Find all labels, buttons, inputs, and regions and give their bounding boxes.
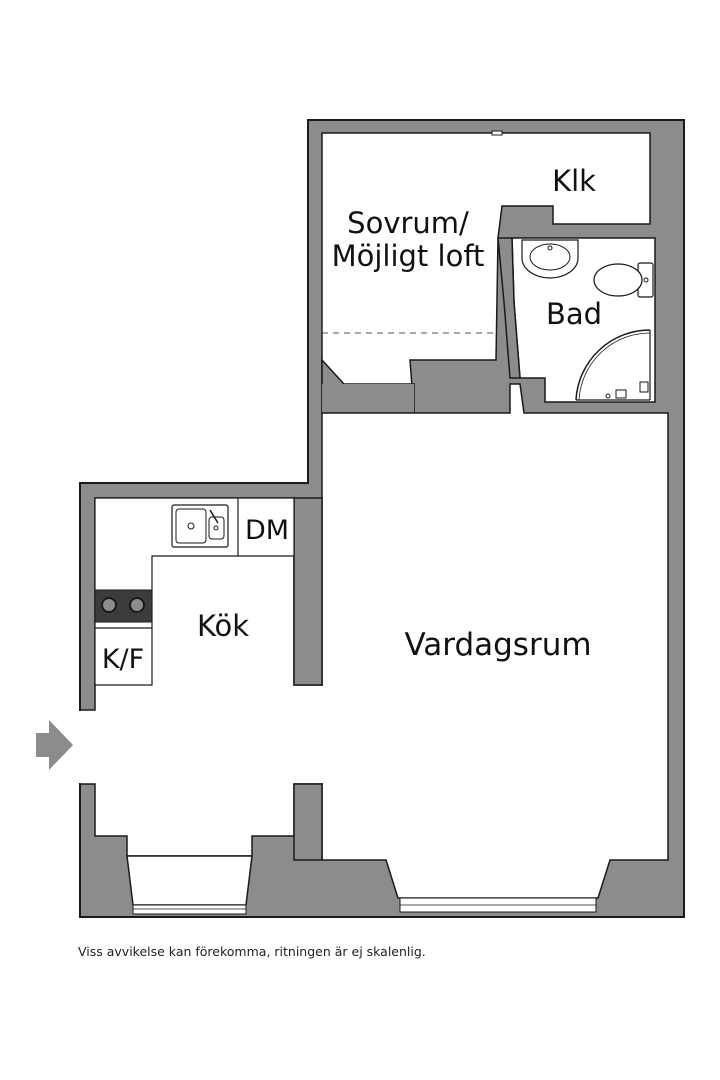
label-living-room: Vardagsrum bbox=[404, 627, 591, 663]
living-room-floor bbox=[322, 384, 414, 413]
toilet-icon bbox=[593, 262, 654, 298]
label-bedroom-line1: Sovrum/ bbox=[347, 206, 469, 240]
disclaimer-text: Viss avvikelse kan förekomma, ritningen … bbox=[78, 944, 426, 959]
kitchen-counter bbox=[94, 497, 295, 686]
entrance-arrow-icon bbox=[36, 720, 73, 770]
entrance-opening bbox=[78, 711, 96, 783]
label-closet: Klk bbox=[552, 164, 596, 198]
label-bedroom-line2: Möjligt loft bbox=[332, 239, 485, 273]
washbasin-icon bbox=[521, 239, 579, 279]
label-kitchen: Kök bbox=[197, 609, 249, 643]
kitchen-wall-lower bbox=[293, 783, 323, 861]
kitchen-sink-icon bbox=[171, 504, 229, 548]
stove-icon bbox=[94, 589, 153, 623]
label-fridge-freezer: K/F bbox=[102, 644, 144, 675]
living-room-floor-main bbox=[321, 383, 669, 899]
kitchen-wall-upper bbox=[293, 497, 323, 686]
top-wall-notch bbox=[491, 130, 503, 136]
kitchen-window-bay bbox=[126, 855, 253, 906]
living-opening bbox=[296, 686, 324, 783]
label-dishwasher: DM bbox=[245, 515, 289, 546]
kitchen-window bbox=[132, 904, 247, 915]
label-bathroom: Bad bbox=[546, 297, 602, 331]
shower-icon bbox=[575, 329, 651, 401]
bathroom-door-wall bbox=[497, 237, 521, 379]
